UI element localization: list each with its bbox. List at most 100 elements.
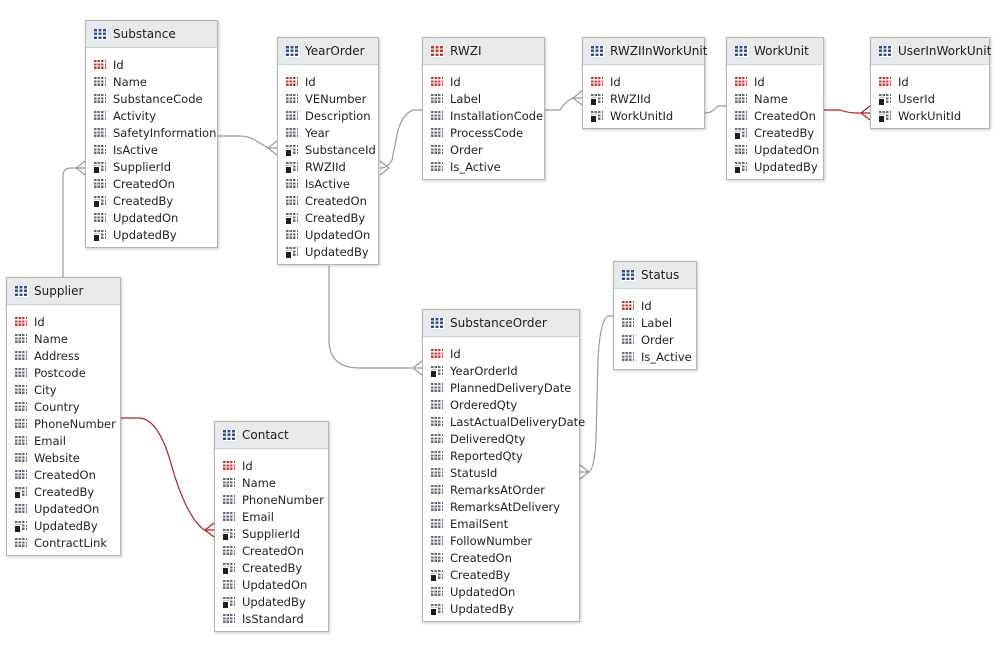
- column-row[interactable]: Email: [7, 432, 120, 449]
- column-row[interactable]: UpdatedOn: [727, 141, 823, 158]
- column-row[interactable]: ProcessCode: [423, 124, 544, 141]
- column-row[interactable]: IsActive: [278, 175, 378, 192]
- column-row[interactable]: Name: [86, 73, 217, 90]
- column-row[interactable]: WorkUnitId: [583, 107, 704, 124]
- column-row[interactable]: UpdatedOn: [86, 209, 217, 226]
- column-row[interactable]: RemarksAtDelivery: [423, 498, 579, 515]
- column-row[interactable]: Id: [86, 56, 217, 73]
- column-row[interactable]: FollowNumber: [423, 532, 579, 549]
- column-row[interactable]: CreatedOn: [423, 549, 579, 566]
- column-row[interactable]: UpdatedBy: [727, 158, 823, 175]
- column-row[interactable]: UpdatedBy: [86, 226, 217, 243]
- column-row[interactable]: Name: [727, 90, 823, 107]
- column-row[interactable]: Order: [423, 141, 544, 158]
- column-row[interactable]: Is_Active: [423, 158, 544, 175]
- table-header[interactable]: YearOrder: [278, 38, 378, 65]
- rel-yearorder-substanceorder[interactable]: [328, 266, 423, 376]
- column-row[interactable]: InstallationCode: [423, 107, 544, 124]
- column-row[interactable]: SafetyInformation: [86, 124, 217, 141]
- column-row[interactable]: Is_Active: [614, 348, 696, 365]
- column-row[interactable]: DeliveredQty: [423, 430, 579, 447]
- column-row[interactable]: Activity: [86, 107, 217, 124]
- column-row[interactable]: VENumber: [278, 90, 378, 107]
- column-row[interactable]: Id: [871, 73, 989, 90]
- column-row[interactable]: Address: [7, 347, 120, 364]
- column-row[interactable]: UpdatedBy: [215, 593, 328, 610]
- rel-supplier-substance[interactable]: [62, 160, 86, 278]
- column-row[interactable]: Id: [423, 73, 544, 90]
- column-row[interactable]: UpdatedOn: [423, 583, 579, 600]
- column-row[interactable]: UpdatedOn: [7, 500, 120, 517]
- rel-rwzi-yearorder[interactable]: [379, 109, 422, 176]
- table-header[interactable]: Substance: [86, 21, 217, 48]
- column-row[interactable]: Id: [583, 73, 704, 90]
- column-row[interactable]: CreatedOn: [7, 466, 120, 483]
- column-row[interactable]: Id: [423, 345, 579, 362]
- table-header[interactable]: WorkUnit: [727, 38, 823, 65]
- column-row[interactable]: PhoneNumber: [215, 491, 328, 508]
- table-header[interactable]: Contact: [215, 422, 328, 449]
- table-header[interactable]: Status: [614, 262, 696, 289]
- column-row[interactable]: Name: [7, 330, 120, 347]
- column-row[interactable]: City: [7, 381, 120, 398]
- column-row[interactable]: OrderedQty: [423, 396, 579, 413]
- table-header[interactable]: Supplier: [7, 278, 120, 305]
- column-row[interactable]: Label: [423, 90, 544, 107]
- column-row[interactable]: Email: [215, 508, 328, 525]
- column-row[interactable]: Country: [7, 398, 120, 415]
- rel-substance-yearorder[interactable]: [218, 135, 278, 156]
- column-row[interactable]: CreatedOn: [86, 175, 217, 192]
- rel-status-substanceorder[interactable]: [579, 315, 613, 480]
- column-row[interactable]: YearOrderId: [423, 362, 579, 379]
- column-row[interactable]: Id: [7, 313, 120, 330]
- column-row[interactable]: LastActualDeliveryDate: [423, 413, 585, 430]
- column-row[interactable]: Postcode: [7, 364, 120, 381]
- column-row[interactable]: IsStandard: [215, 610, 328, 627]
- column-row[interactable]: Id: [727, 73, 823, 90]
- column-row[interactable]: UserId: [871, 90, 989, 107]
- column-row[interactable]: UpdatedBy: [278, 243, 378, 260]
- column-row[interactable]: Id: [278, 73, 378, 90]
- column-row[interactable]: CreatedOn: [278, 192, 378, 209]
- column-row[interactable]: RemarksAtOrder: [423, 481, 579, 498]
- rel-supplier-contact[interactable]: [121, 417, 215, 538]
- column-row[interactable]: PhoneNumber: [7, 415, 120, 432]
- column-row[interactable]: RWZIId: [583, 90, 704, 107]
- table-header[interactable]: RWZI: [423, 38, 544, 65]
- column-row[interactable]: SupplierId: [86, 158, 217, 175]
- table-header[interactable]: UserInWorkUnit: [871, 38, 991, 65]
- column-row[interactable]: CreatedBy: [86, 192, 217, 209]
- rel-workunit-userinworkunit[interactable]: [824, 105, 871, 121]
- column-row[interactable]: RWZIId: [278, 158, 378, 175]
- column-row[interactable]: IsActive: [86, 141, 217, 158]
- column-row[interactable]: CreatedBy: [727, 124, 823, 141]
- column-row[interactable]: Name: [215, 474, 328, 491]
- column-row[interactable]: SubstanceId: [278, 141, 378, 158]
- column-row[interactable]: CreatedBy: [423, 566, 579, 583]
- column-row[interactable]: PlannedDeliveryDate: [423, 379, 579, 396]
- column-row[interactable]: CreatedOn: [727, 107, 823, 124]
- table-header[interactable]: RWZIInWorkUnit: [583, 38, 707, 65]
- column-row[interactable]: ReportedQty: [423, 447, 579, 464]
- column-row[interactable]: Label: [614, 314, 696, 331]
- column-row[interactable]: ContractLink: [7, 534, 120, 551]
- column-row[interactable]: CreatedBy: [278, 209, 378, 226]
- column-row[interactable]: SubstanceCode: [86, 90, 217, 107]
- column-row[interactable]: Order: [614, 331, 696, 348]
- rel-rwzi-rwziinworkunit[interactable]: [545, 90, 583, 111]
- column-row[interactable]: SupplierId: [215, 525, 328, 542]
- column-row[interactable]: Website: [7, 449, 120, 466]
- column-row[interactable]: UpdatedBy: [423, 600, 579, 617]
- column-row[interactable]: CreatedOn: [215, 542, 328, 559]
- column-row[interactable]: Id: [215, 457, 328, 474]
- column-row[interactable]: UpdatedOn: [215, 576, 328, 593]
